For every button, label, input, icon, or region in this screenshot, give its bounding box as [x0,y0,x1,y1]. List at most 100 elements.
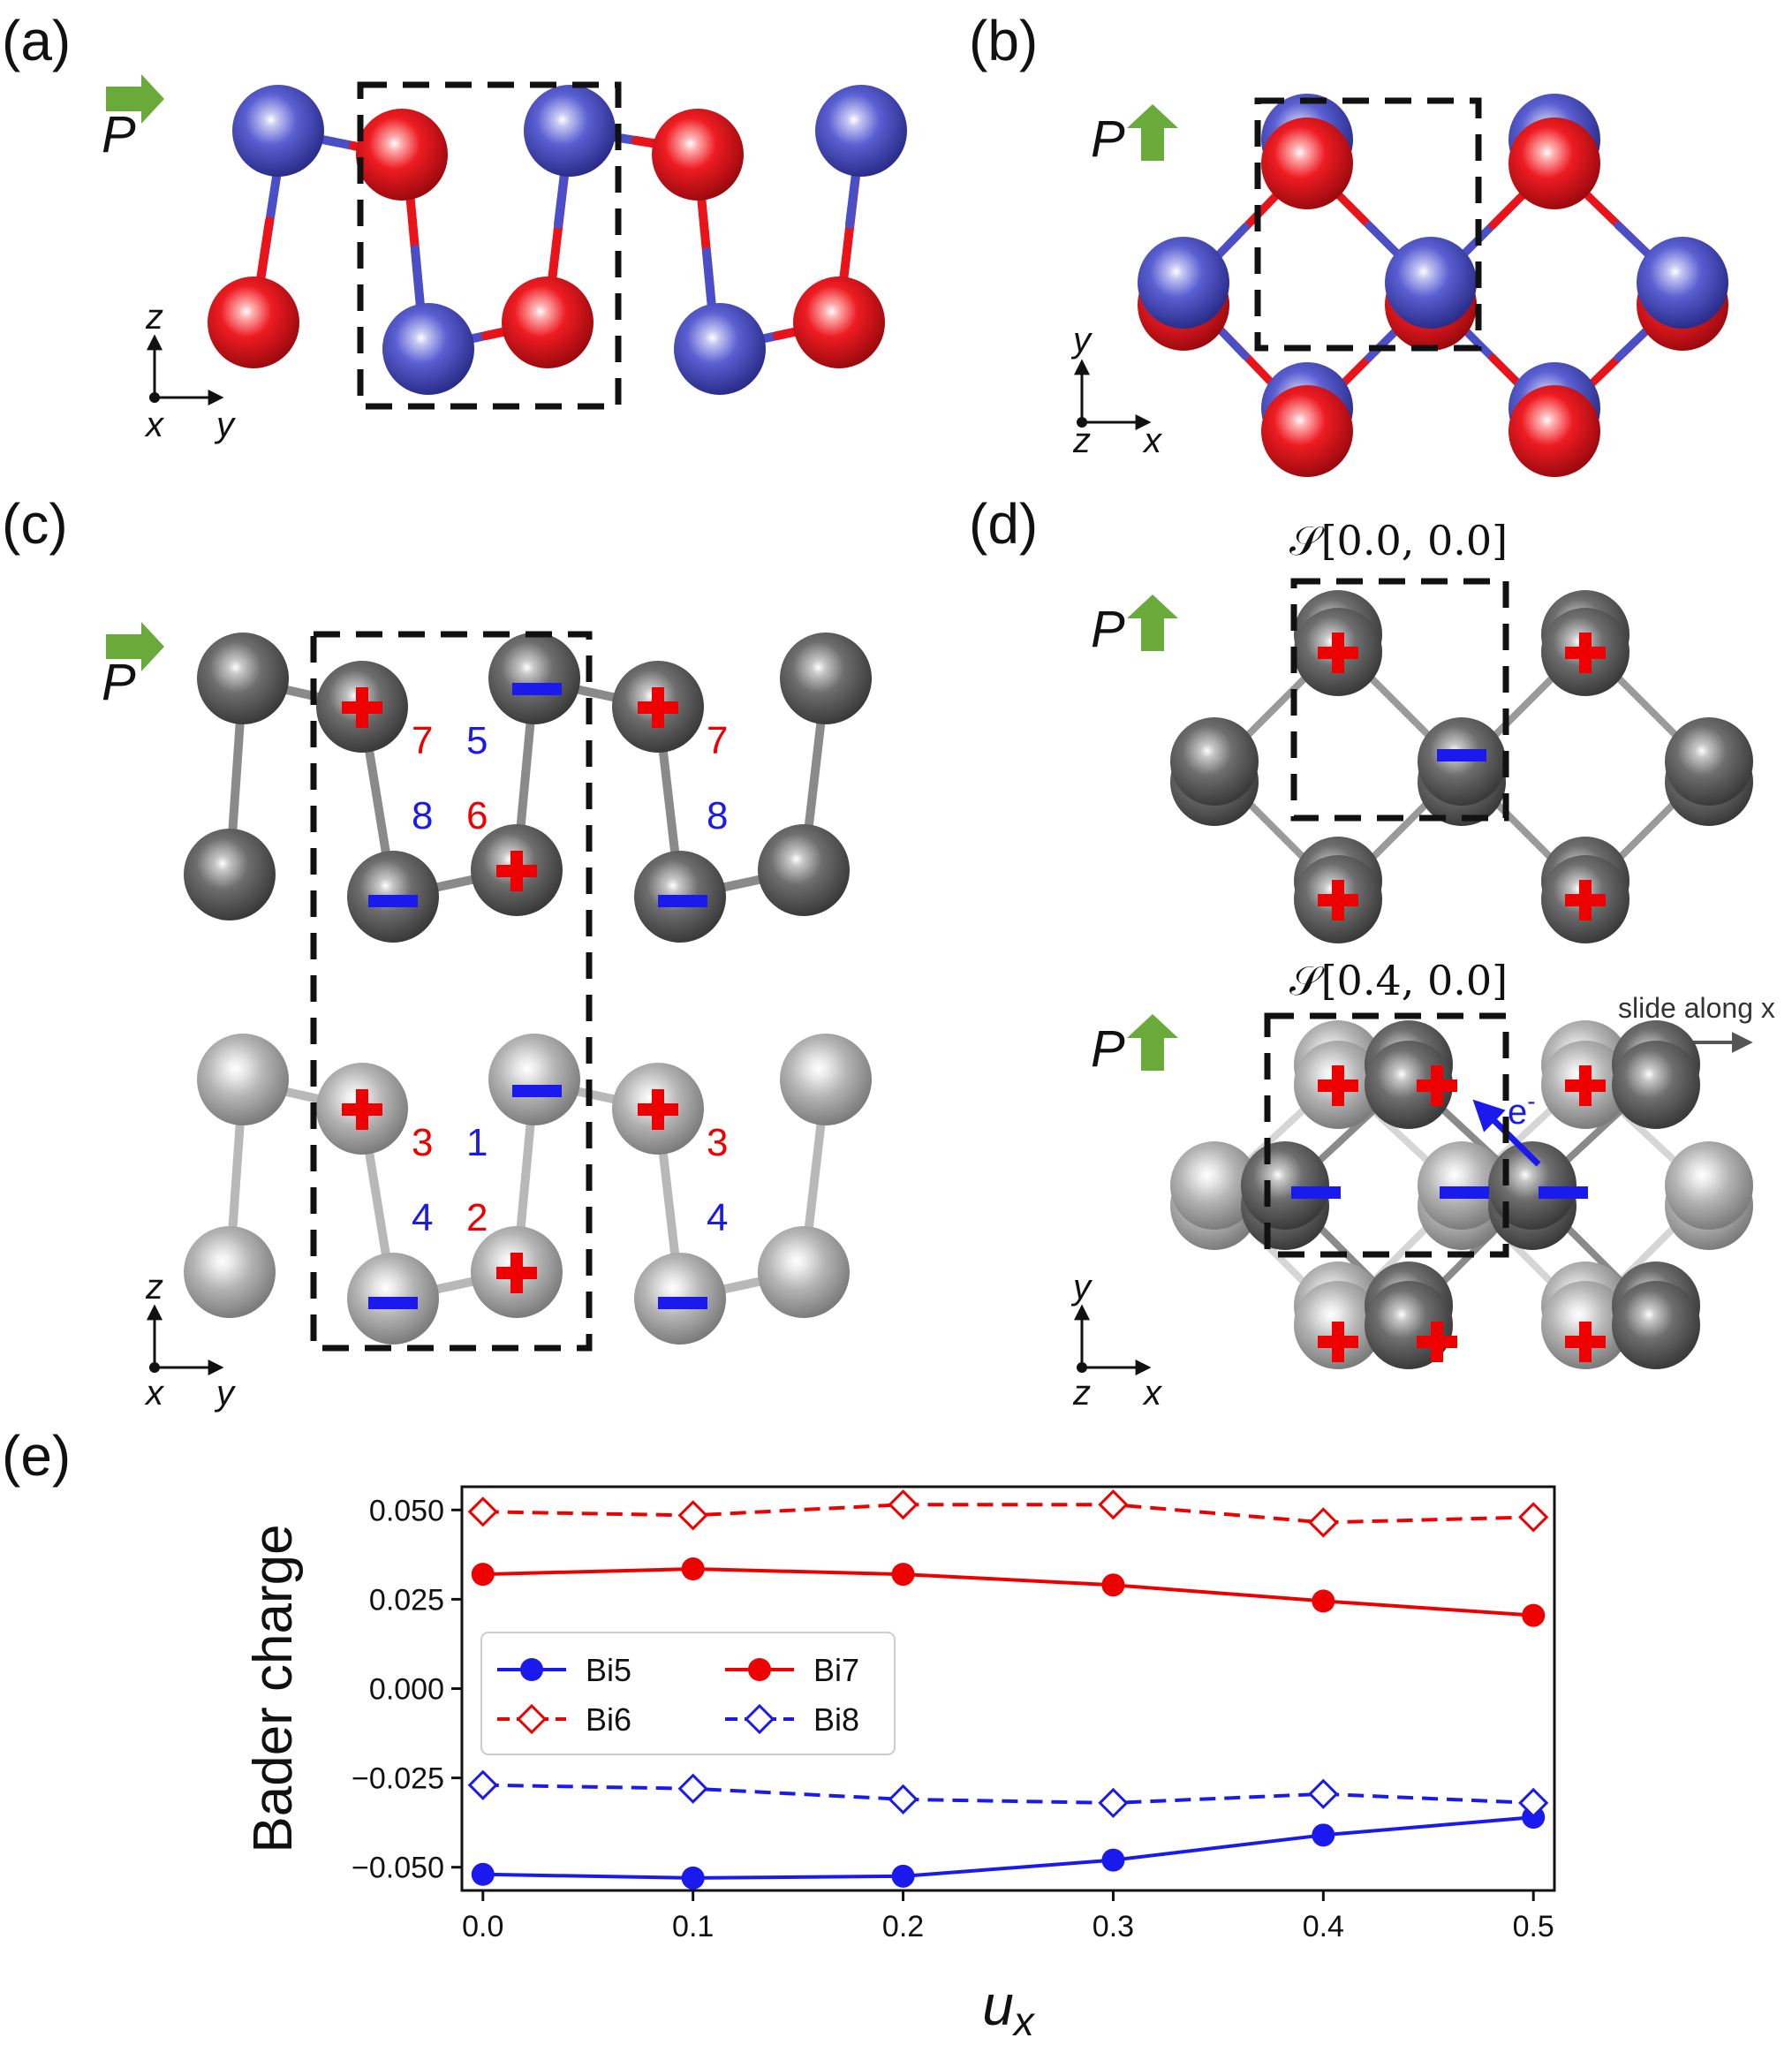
axis-up-label: y [1070,321,1093,360]
x-tick-label: 0.2 [882,1910,924,1943]
legend-label: Bi5 [586,1652,631,1688]
axis-out-label: x [144,405,165,444]
atom-number: 6 [466,794,488,837]
minus-sign-icon [1539,1186,1588,1199]
atom-number: 7 [412,719,433,762]
polarization-arrow-icon [1127,1014,1178,1071]
atom-number: 8 [707,794,728,837]
bi-atom [1418,1141,1506,1230]
bi-atom [208,277,299,368]
atom-number: 1 [466,1121,488,1164]
atom-number: 2 [466,1196,488,1239]
slide-label: slide along x [1618,992,1775,1024]
data-point-bi6 [677,1500,708,1531]
bi-atom [1261,117,1353,209]
electron-label: e- [1508,1087,1536,1132]
minus-sign-icon [658,895,707,907]
bi-atom [674,303,766,395]
bi-atom [232,85,324,177]
polarization-label: P [102,106,136,163]
bi-atom [1488,1141,1577,1230]
y-tick-label: 0.000 [369,1673,444,1707]
unit-cell-box [1290,578,1509,822]
axis-up-label: y [1070,1268,1093,1307]
data-point-bi7 [1312,1589,1335,1613]
axis-right-label: x [1142,1374,1163,1413]
polarization-label: P [1091,601,1125,658]
data-point-bi8 [1308,1778,1339,1809]
data-point-bi7 [681,1557,705,1581]
legend-marker [748,1658,771,1681]
bi-atom [488,1034,580,1125]
panel-b: (b) P y [969,9,1728,477]
y-tick-label: −0.050 [352,1852,444,1885]
data-point-bi6 [467,1496,498,1527]
bi-atom [1637,237,1728,329]
bi-atom [1612,1281,1700,1369]
series-line-bi5 [482,1815,1534,1880]
bi-atom [1241,1141,1329,1230]
minus-sign-icon [1291,1186,1341,1199]
bi-atom [793,277,885,368]
bi-atom [356,109,448,201]
data-point-bi7 [891,1563,915,1587]
minus-sign-icon [658,1297,707,1309]
y-tick-label: 0.050 [369,1494,444,1527]
bi-atom [1665,1141,1753,1230]
data-point-bi7 [471,1563,495,1587]
bi-atom [780,1034,872,1125]
panel-d: (d) 𝒮[0.0, 0.0] P [969,492,1775,1413]
series-line-bi8 [482,1783,1534,1805]
axis-triad: y x z [1070,1268,1163,1413]
axis-right-label: y [214,405,237,444]
minus-sign-icon [368,895,418,907]
atom-number: 8 [412,794,433,837]
bi-atom [1170,1141,1259,1230]
minus-sign-icon [368,1297,418,1309]
minus-sign-icon [512,683,562,695]
unit-cell-box [357,81,622,410]
bi-atom [780,633,872,724]
bi-atom [382,303,474,395]
bi-atom [197,1034,289,1125]
panel-b-label: (b) [969,9,1038,72]
axis-right-label: x [1142,421,1163,460]
legend-label: Bi8 [813,1701,859,1738]
legend-marker [744,1703,775,1735]
bi-atom [488,633,580,724]
axis-triad: z y x [144,1268,237,1413]
bi-atom [1508,385,1600,477]
bi-atom [1365,1041,1453,1129]
legend-marker [520,1658,543,1681]
bi-atom [1612,1041,1700,1129]
axis-up-label: z [145,1268,163,1307]
atom-number: 3 [707,1121,728,1164]
legend-marker [516,1703,548,1735]
polarization-arrow-icon [106,622,164,671]
bi-atom [502,277,594,368]
data-point-bi5 [681,1866,705,1890]
data-point-bi5 [1312,1823,1335,1847]
bi-atom [197,633,289,724]
series-line-bi7 [482,1567,1534,1617]
panel-e-label: (e) [2,1424,71,1488]
axis-out-label: x [144,1374,165,1413]
data-point-bi8 [1518,1787,1549,1819]
panel-d-label: (d) [969,492,1038,556]
data-point-bi6 [888,1489,919,1520]
charge-signs [342,683,707,1309]
bi-atom [184,1226,276,1318]
bi-atom [1665,717,1753,806]
y-tick-label: 0.025 [369,1583,444,1617]
atom-numbers: 7 5 8 6 7 8 3 1 4 2 3 4 [412,719,728,1239]
stacking-label-top: 𝒮[0.0, 0.0] [1289,517,1508,564]
panel-a-label: (a) [2,9,71,72]
unit-cell-box [310,631,593,1352]
data-point-bi8 [1098,1787,1129,1819]
atom-number: 4 [707,1196,728,1239]
legend-label: Bi6 [586,1701,631,1738]
polarization-arrow-icon [1127,104,1178,161]
